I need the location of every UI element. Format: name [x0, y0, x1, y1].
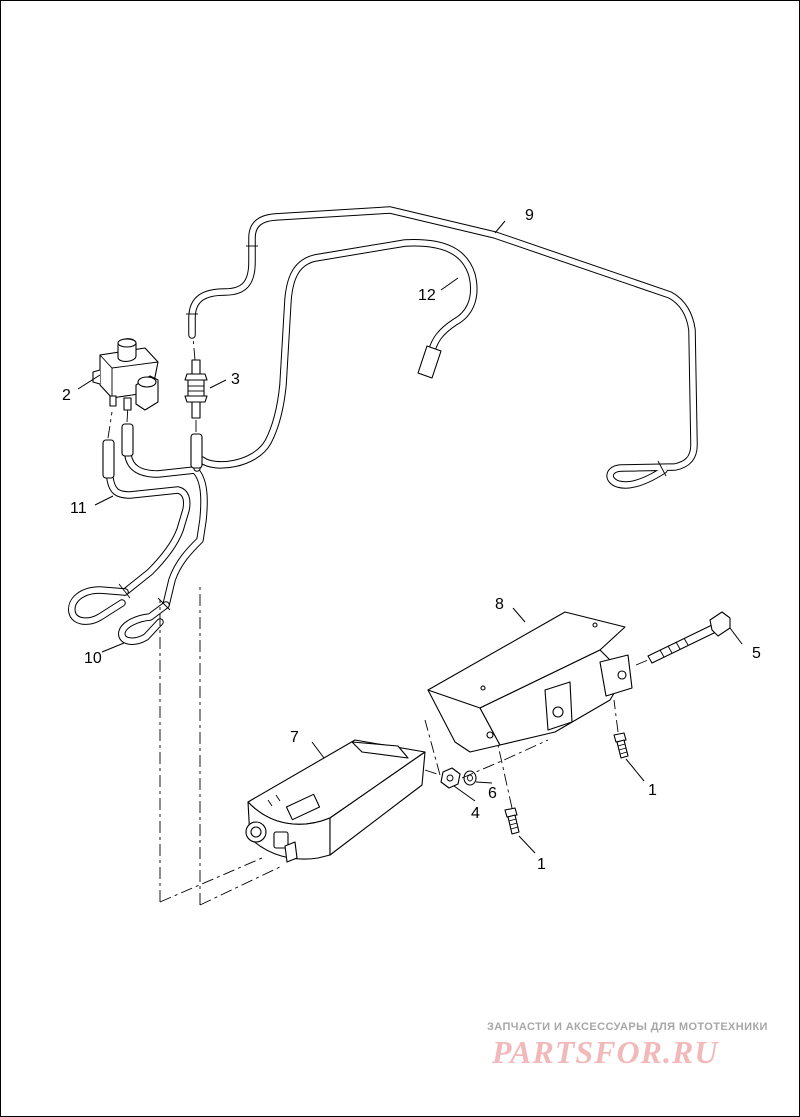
callout-9: 9: [525, 207, 534, 224]
screw-1-lower: [504, 807, 520, 835]
check-valve-3: [184, 359, 208, 419]
washer-6: [463, 770, 477, 786]
callout-10: 10: [84, 650, 102, 667]
screw-1-right: [613, 732, 629, 759]
hose-11: [106, 436, 208, 609]
callout-7: 7: [290, 729, 299, 746]
nut-4: [440, 767, 461, 789]
purge-hose-12: [198, 239, 478, 469]
callout-11: 11: [70, 500, 87, 517]
callout-4: 4: [471, 805, 480, 822]
canister-bracket-8: [427, 611, 633, 753]
watermark-logo: PARTSFOR.RU: [492, 1034, 719, 1070]
assembly-lines: [159, 585, 649, 906]
callout-12: 12: [418, 287, 436, 304]
callout-3: 3: [231, 371, 240, 388]
watermark-tagline: ЗАПЧАСТИ И АКСЕССУАРЫ ДЛЯ МОТОТЕХНИКИ: [487, 1021, 768, 1033]
hose-10: [68, 583, 171, 645]
charcoal-canister-7: [245, 739, 426, 863]
leader-lines: [77, 220, 743, 854]
vent-hose-9: [186, 206, 698, 489]
callout-2: 2: [62, 387, 71, 404]
callout-1-right: 1: [648, 782, 657, 799]
callout-6: 6: [488, 785, 497, 802]
callout-5: 5: [752, 645, 761, 662]
bolt-5: [647, 611, 731, 664]
callout-8: 8: [495, 596, 504, 613]
callout-1-lower: 1: [537, 856, 546, 873]
purge-solenoid-valve-2: [92, 338, 159, 411]
callout-labels: 9 12 2 3 11 10 7 8 5 4 6 1 1: [62, 207, 761, 873]
hose-fittings: [102, 336, 203, 479]
